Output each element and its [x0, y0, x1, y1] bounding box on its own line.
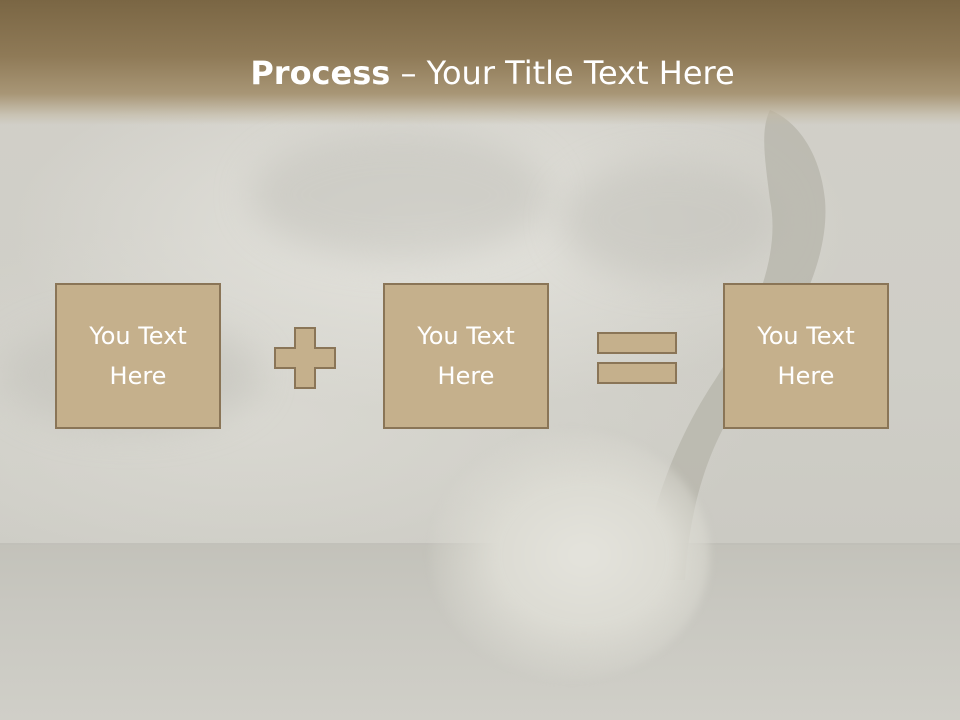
- process-box-3: You Text Here: [723, 283, 889, 429]
- title-dash: –: [390, 54, 427, 92]
- equals-icon: [597, 332, 677, 384]
- process-box-1: You Text Here: [55, 283, 221, 429]
- slide-title: Process – Your Title Text Here: [0, 54, 960, 92]
- process-box-label: You Text Here: [757, 322, 855, 390]
- tornado-image: [640, 110, 826, 580]
- wave-spray: [430, 430, 710, 680]
- title-text: Your Title Text Here: [426, 54, 735, 92]
- process-box-label: You Text Here: [417, 322, 515, 390]
- cloud: [250, 130, 550, 260]
- cloud: [560, 160, 780, 280]
- process-box-label: You Text Here: [89, 322, 187, 390]
- title-bold: Process: [250, 54, 391, 92]
- process-box-2: You Text Here: [383, 283, 549, 429]
- title-bar: [0, 0, 960, 125]
- plus-icon: [274, 327, 336, 389]
